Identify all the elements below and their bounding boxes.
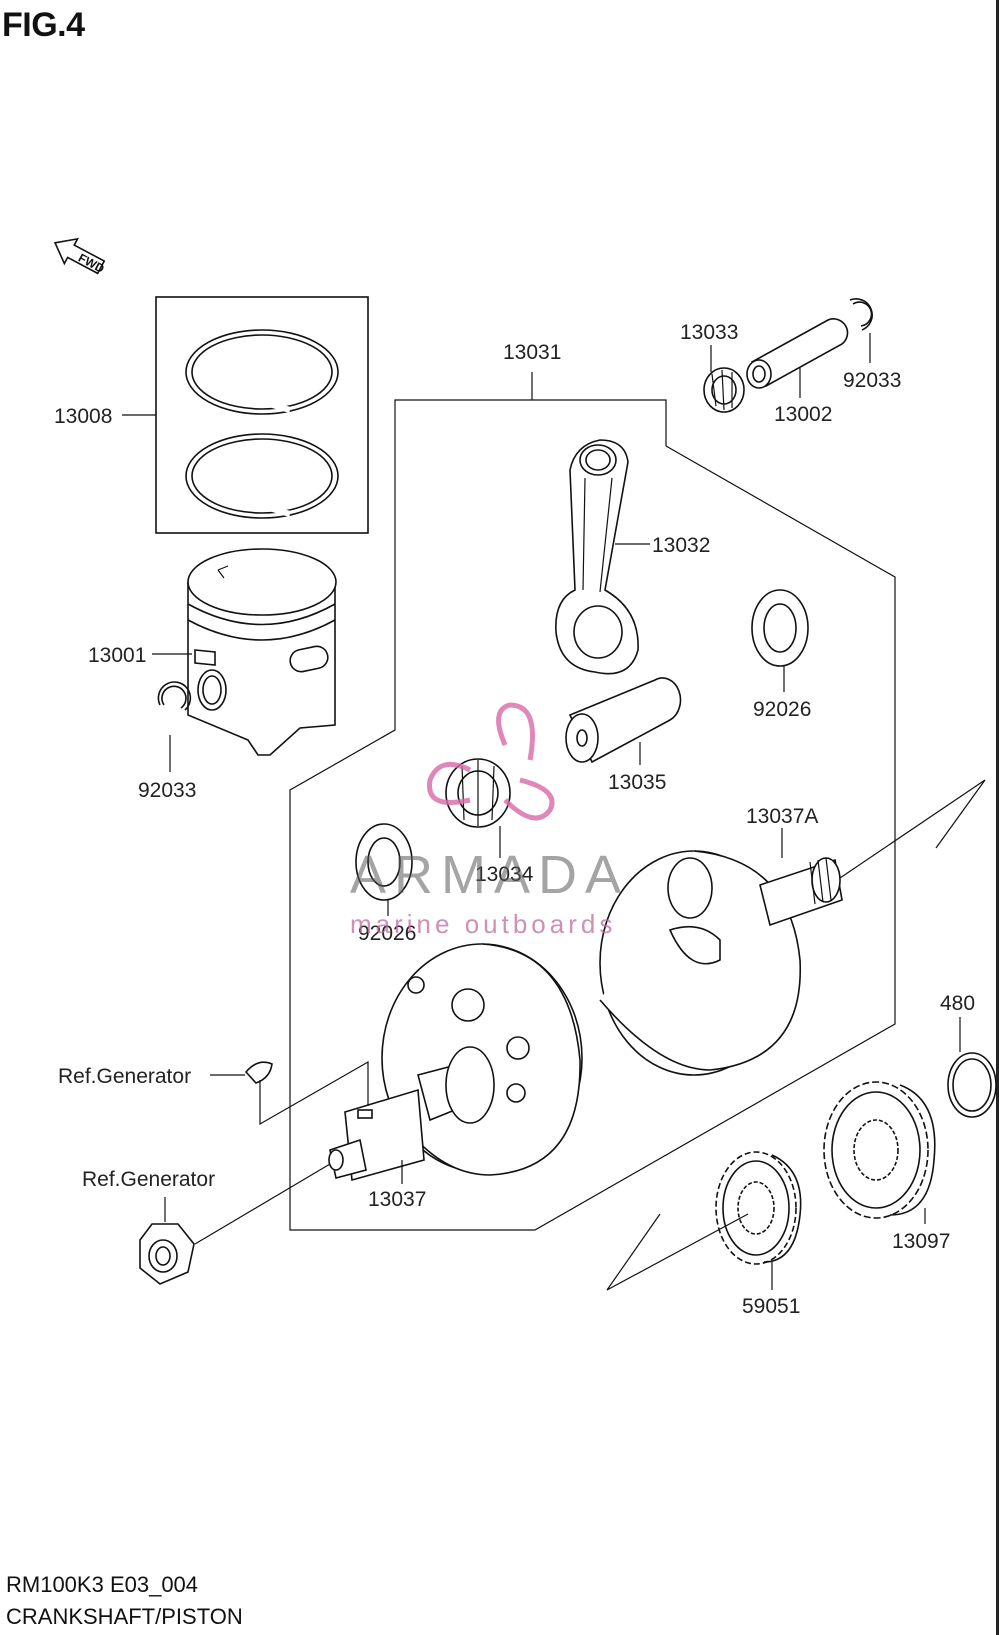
crankshaft-assembly-outline: [289, 399, 896, 1231]
label-13097: 13097: [892, 1230, 950, 1253]
thrust-washer-left[interactable]: [355, 823, 413, 901]
label-480: 480: [940, 992, 975, 1015]
label-ref-generator-key: Ref.Generator: [58, 1065, 191, 1088]
crank-pin[interactable]: [565, 677, 682, 764]
label-13008: 13008: [54, 405, 112, 428]
circlip-right[interactable]: [849, 298, 873, 331]
woodruff-key[interactable]: [244, 1061, 273, 1084]
label-92033-left: 92033: [138, 779, 196, 802]
circlip-480[interactable]: [947, 1052, 997, 1118]
watermark: ARMADA marine outboards: [350, 702, 629, 939]
diagram-code: RM100K3 E03_004: [6, 1572, 199, 1597]
label-59051: 59051: [742, 1295, 800, 1318]
figure-title: FIG.4: [2, 6, 85, 44]
armada-logo-icon: [427, 702, 555, 821]
crankshaft-right-web[interactable]: [599, 779, 986, 1076]
fwd-label: FWD: [76, 251, 107, 276]
diagram-caption: CRANKSHAFT/PISTON: [6, 1604, 243, 1629]
piston-rings[interactable]: [155, 296, 369, 534]
label-13002: 13002: [774, 403, 832, 426]
gear-59051[interactable]: [715, 1151, 802, 1265]
label-13037A: 13037A: [746, 805, 818, 828]
fwd-arrow-icon: FWD: [53, 237, 107, 276]
label-92033-right: 92033: [843, 369, 901, 392]
piston-pin[interactable]: [746, 318, 849, 389]
watermark-brand: ARMADA: [350, 845, 629, 905]
page-border: [996, 0, 999, 1635]
watermark-tagline: marine outboards: [350, 909, 616, 939]
piston[interactable]: [187, 548, 337, 756]
label-13037: 13037: [368, 1188, 426, 1211]
crankshaft-left-web[interactable]: [328, 943, 583, 1182]
label-ref-generator-nut: Ref.Generator: [82, 1168, 215, 1191]
thrust-washer-right[interactable]: [751, 589, 809, 667]
gear-13097[interactable]: [823, 1081, 936, 1219]
label-13031: 13031: [503, 341, 561, 364]
needle-bearing-small[interactable]: [703, 367, 745, 413]
label-13033: 13033: [680, 321, 738, 344]
label-13001: 13001: [88, 644, 146, 667]
flange-nut[interactable]: [139, 1223, 195, 1285]
label-13032: 13032: [652, 534, 710, 557]
connecting-rod[interactable]: [555, 439, 639, 675]
label-13035: 13035: [608, 771, 666, 794]
label-92026-left: 92026: [358, 922, 416, 945]
label-92026-right: 92026: [753, 698, 811, 721]
circlip-left[interactable]: [157, 681, 192, 711]
label-13034: 13034: [475, 863, 534, 886]
needle-bearing-big-end[interactable]: [445, 758, 511, 828]
